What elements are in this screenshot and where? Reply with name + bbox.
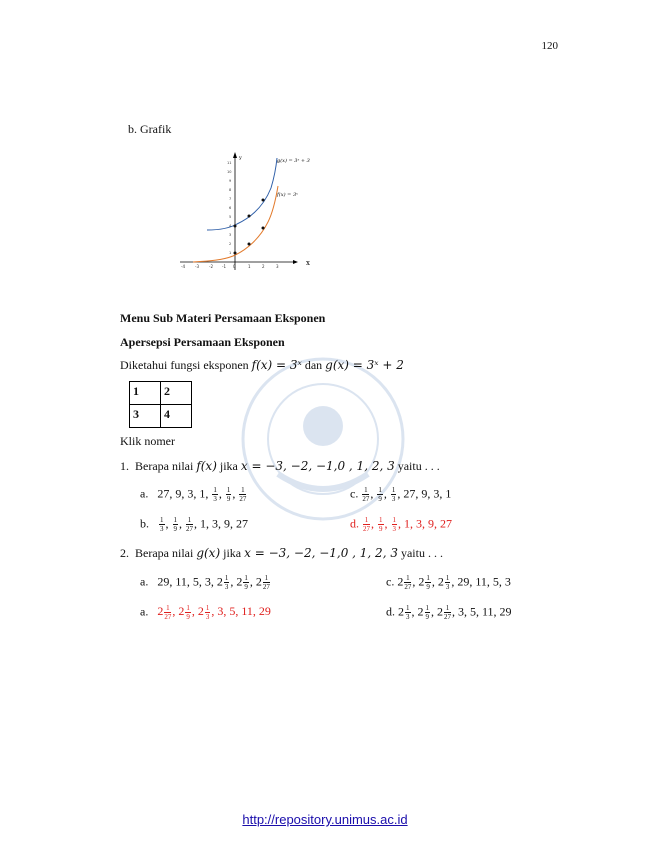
- f-curve: [192, 185, 279, 263]
- g-points: [233, 198, 265, 228]
- repository-link[interactable]: http://repository.unimus.ac.id: [242, 812, 408, 827]
- known-functions: Diketahui fungsi eksponen f(x) = 3ˣ dan …: [120, 358, 404, 373]
- x-tick: -1: [222, 264, 226, 269]
- q1-text-b: jika: [219, 459, 238, 473]
- y-tick: 3: [229, 233, 231, 237]
- grid-cell-4[interactable]: 4: [160, 404, 192, 428]
- section-label: b. Grafik: [128, 122, 172, 136]
- grid-cell-1[interactable]: 1: [129, 381, 161, 405]
- g-label: g(x) = 3ˣ + 3: [277, 157, 310, 164]
- y-tick: 11: [227, 161, 231, 165]
- q2-xvals: x = −3, −2, −1,0 , 1, 2, 3: [244, 546, 398, 560]
- x-tick: 0: [233, 264, 236, 269]
- g-curve: [206, 157, 278, 231]
- q2-number: 2.: [120, 546, 129, 560]
- page-number: 120: [541, 40, 559, 52]
- known-prefix: Diketahui fungsi eksponen: [120, 358, 249, 372]
- q2-text-a: Berapa nilai: [135, 546, 194, 560]
- q2-text-b: jika: [223, 546, 242, 560]
- x-tick: -3: [195, 264, 199, 269]
- grid-cell-3[interactable]: 3: [129, 404, 161, 428]
- y-tick: 8: [229, 188, 231, 192]
- y-tick: 7: [229, 197, 231, 201]
- y-tick: 1: [229, 251, 231, 255]
- q1-xvals: x = −3, −2, −1,0 , 1, 2, 3: [240, 459, 395, 473]
- x-axis-arrow: [293, 260, 298, 264]
- y-tick: 9: [229, 179, 231, 183]
- q1-fx: f(x): [196, 459, 217, 473]
- y-tick: 4: [229, 224, 232, 228]
- g-expression: g(x) = 3ˣ + 2: [325, 358, 404, 372]
- x-tick: -2: [209, 264, 213, 269]
- heading-apersepsi: Apersepsi Persamaan Eksponen: [120, 335, 285, 349]
- x-tick: 1: [248, 264, 251, 269]
- y-tick: 5: [229, 215, 231, 219]
- x-tick-labels: -4 -3 -2 -1 0 1 2 3: [181, 264, 279, 269]
- q1-text-c: yaitu . . .: [397, 459, 440, 473]
- known-dan: dan: [304, 358, 323, 372]
- x-tick: 2: [262, 264, 265, 269]
- y-tick: 2: [229, 242, 231, 246]
- question-2: 2. Berapa nilai g(x) jika x = −3, −2, −1…: [120, 546, 443, 561]
- y-axis-label: y: [238, 155, 242, 161]
- number-grid: 1 2 3 4: [129, 381, 192, 428]
- q2-text-c: yaitu . . .: [400, 546, 443, 560]
- y-axis-arrow: [233, 152, 237, 158]
- grid-cell-2[interactable]: 2: [160, 381, 192, 405]
- y-tick-labels: 1 2 3 4 5 6 7 8 9 10 11: [227, 161, 232, 255]
- q2-gx: g(x): [196, 546, 221, 560]
- f-label: f(x) = 3ˣ: [276, 191, 298, 198]
- y-tick: 6: [229, 206, 231, 210]
- click-label: Klik nomer: [120, 434, 175, 448]
- university-watermark-seal: [241, 357, 405, 521]
- y-tick: 10: [227, 170, 231, 174]
- heading-menu: Menu Sub Materi Persamaan Eksponen: [120, 311, 326, 325]
- x-axis-label: x: [306, 259, 310, 267]
- q1-number: 1.: [120, 459, 129, 473]
- f-points: [233, 226, 265, 255]
- f-expression: f(x) = 3ˣ: [251, 358, 302, 372]
- question-1: 1. Berapa nilai f(x) jika x = −3, −2, −1…: [120, 459, 440, 474]
- q1-text-a: Berapa nilai: [135, 459, 194, 473]
- x-tick: 3: [276, 264, 279, 269]
- exponential-graph: y x -4 -3 -2 -1 0 1 2 3 1 2 3 4 5 6 7 8 …: [180, 152, 310, 270]
- x-tick: -4: [181, 264, 185, 269]
